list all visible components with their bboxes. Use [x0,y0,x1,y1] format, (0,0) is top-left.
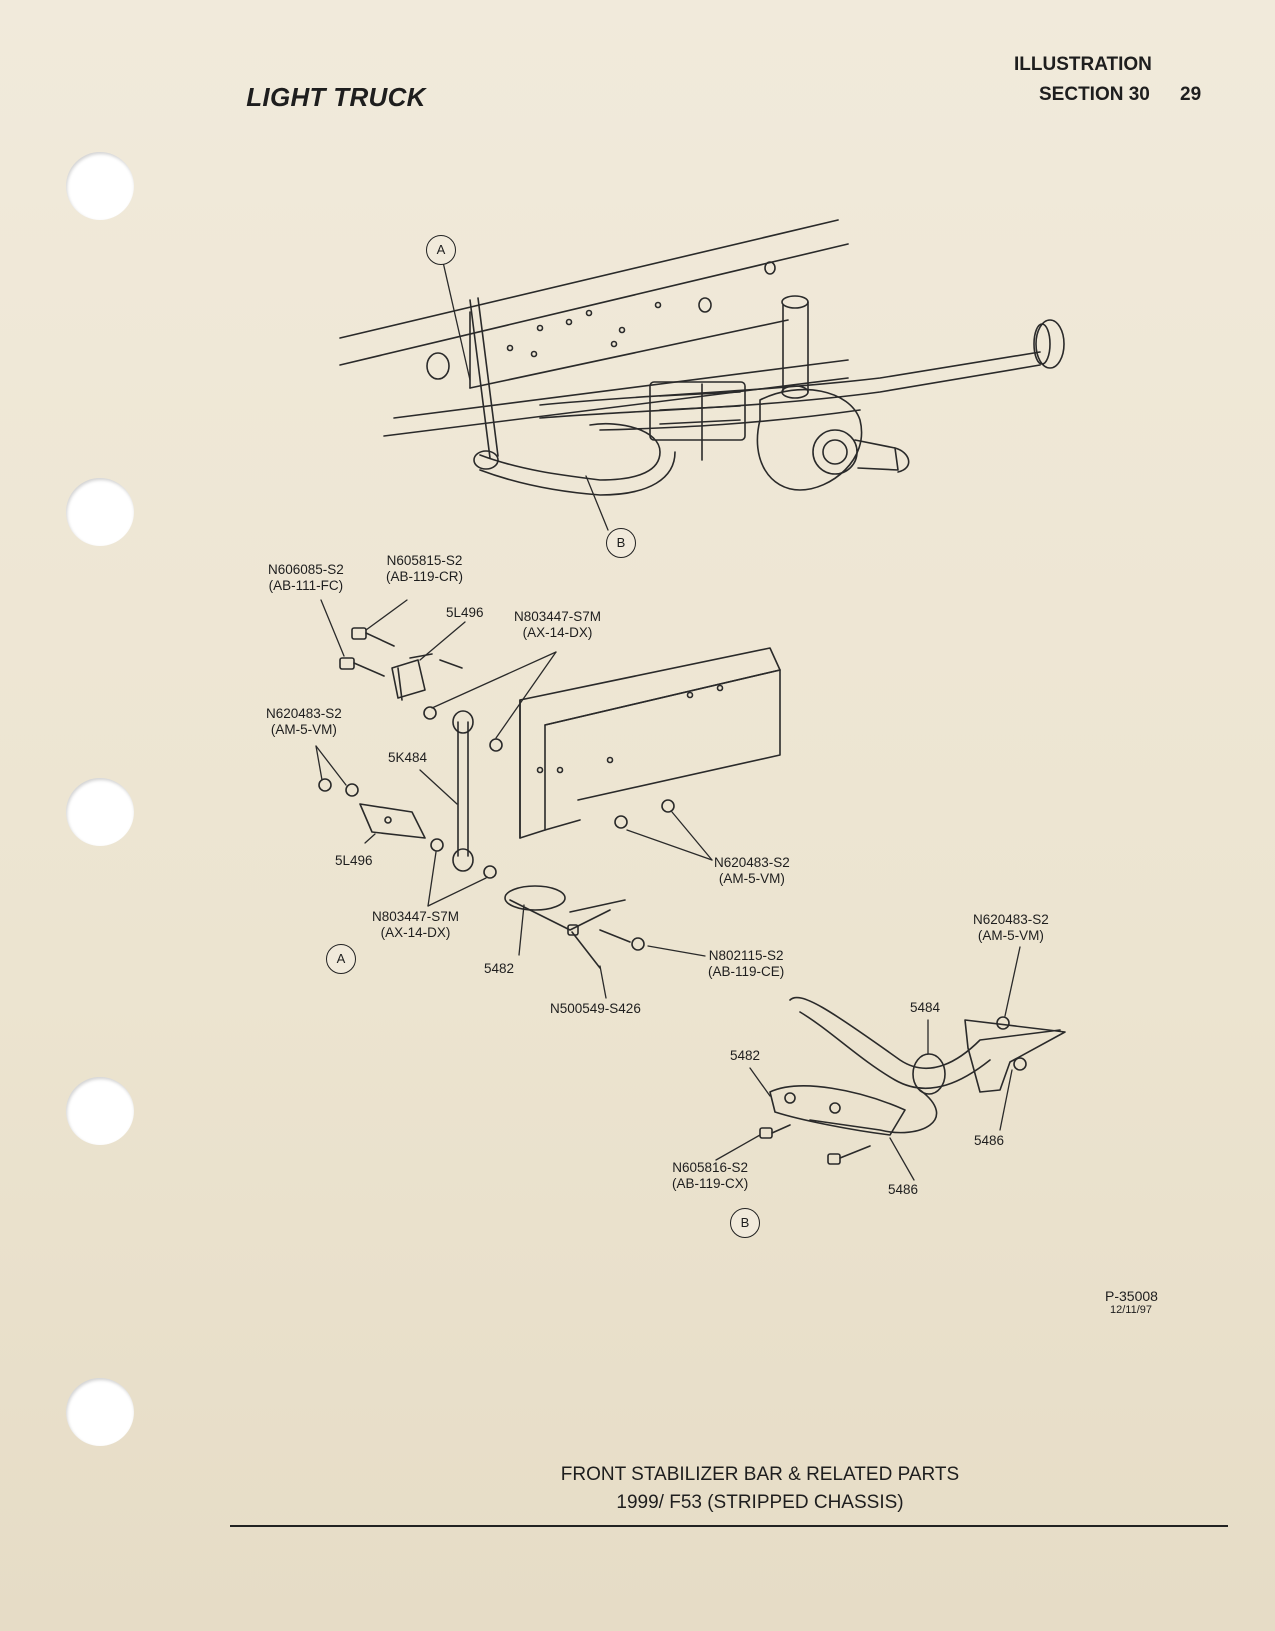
part-label-n620483-mid: N620483-S2(AM-5-VM) [714,855,790,886]
part-label-n803447-bottom: N803447-S7M(AX-14-DX) [372,909,460,940]
part-label-n605816: N605816-S2(AB-119-CX) [672,1160,749,1191]
page-title: LIGHT TRUCK [246,82,426,112]
part-label-n802115: N802115-S2(AB-119-CE) [708,948,785,979]
bracket-5l496-lower-illustration [359,803,426,839]
detail-b-stabilizer-illustration [759,996,1066,1165]
part-label-5k484: 5K484 [388,750,428,765]
part-label-n620483-right: N620483-S2(AM-5-VM) [973,912,1049,943]
illustration-date: 12/11/97 [1110,1304,1153,1316]
binder-hole [66,778,134,846]
binder-hole [66,1378,134,1446]
callout-a-detail: A [326,944,356,974]
part-label-5482-b: 5482 [730,1048,761,1063]
detail-a-bracket-illustration [519,647,781,839]
bolts-group-a [318,627,675,969]
part-label-5484: 5484 [910,1000,941,1015]
callout-b-detail: B [730,1208,760,1238]
part-label-n803447-top: N803447-S7M(AX-14-DX) [514,609,602,640]
binder-hole [66,1077,134,1145]
page-number: 29 [1180,84,1202,105]
part-label-n606085: N606085-S2(AB-111-FC) [268,562,344,593]
stabilizer-bar-upper-illustration [469,297,676,496]
binder-hole [66,152,134,220]
part-label-5l496-top: 5L496 [446,605,484,620]
footer-title: FRONT STABILIZER BAR & RELATED PARTS [560,1464,960,1485]
binder-hole [66,478,134,546]
callout-b-upper: B [606,528,636,558]
illustration-number: P-35008 [1105,1288,1158,1304]
header-illustration-label: ILLUSTRATION [1014,54,1152,75]
link-5k484-illustration [452,710,474,872]
bracket-5l496-upper-illustration [391,653,463,701]
part-label-5l496-bottom: 5L496 [335,853,373,868]
leader-lines [315,261,1021,1181]
header-section-label: SECTION 30 [1039,84,1150,105]
axle-spindle-illustration [756,388,910,491]
footer-subtitle: 1999/ F53 (STRIPPED CHASSIS) [616,1492,904,1513]
part-label-5482-a: 5482 [484,961,515,976]
footer-divider [230,1525,1228,1527]
callout-a-upper: A [426,235,456,265]
leaf-spring-illustration [539,319,1065,461]
part-label-n620483-left: N620483-S2(AM-5-VM) [266,706,342,737]
part-label-n500549: N500549-S426 [550,1001,641,1016]
part-label-5486-right: 5486 [974,1133,1005,1148]
part-label-5486-bottom: 5486 [888,1182,919,1197]
part-label-n605815: N605815-S2(AB-119-CR) [386,553,464,584]
